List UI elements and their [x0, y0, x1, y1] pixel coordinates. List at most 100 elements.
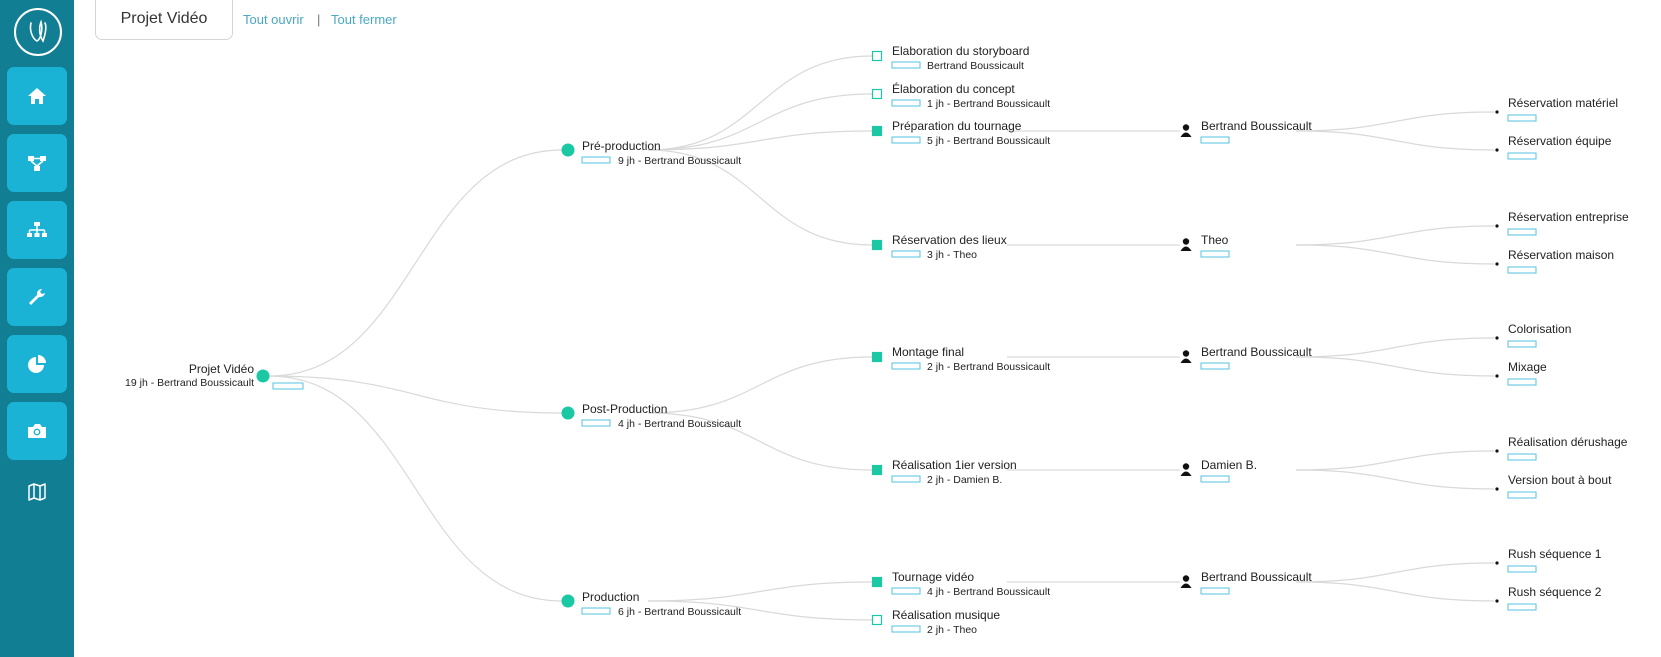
- tree-link: [647, 55, 873, 151]
- nav-media-button[interactable]: [7, 402, 67, 460]
- task-progress-box[interactable]: [891, 587, 921, 595]
- person-icon: [1182, 238, 1190, 245]
- phase-dot-icon: [561, 406, 575, 420]
- assignee-progress-box[interactable]: [1200, 250, 1230, 258]
- leaf-dot-icon: [1495, 374, 1499, 378]
- leaf-progress-box[interactable]: [1507, 228, 1537, 236]
- assignee-node[interactable]: Bertrand Boussicault: [1180, 570, 1313, 595]
- assignee-node[interactable]: Bertrand Boussicault: [1180, 119, 1313, 144]
- leaf-progress-box[interactable]: [1507, 266, 1537, 274]
- project-tab[interactable]: Projet Vidéo: [95, 0, 233, 40]
- task-progress-box[interactable]: [891, 61, 921, 69]
- task-progress-box[interactable]: [891, 99, 921, 107]
- task-filled-square-icon: [871, 576, 883, 588]
- phase-node[interactable]: Pré-production 9 jh - Bertrand Boussicaul…: [561, 139, 742, 167]
- leaf-node[interactable]: Colorisation: [1495, 322, 1571, 348]
- leaf-dot-icon: [1495, 224, 1499, 228]
- task-progress-box[interactable]: [891, 136, 921, 144]
- leaf-dot-icon: [1495, 262, 1499, 266]
- leaf-progress-box[interactable]: [1507, 453, 1537, 461]
- phase-progress-box[interactable]: [581, 607, 611, 615]
- leaf-progress-box[interactable]: [1507, 114, 1537, 122]
- tree-link: [268, 149, 563, 377]
- task-sub: 2 jh - Theo: [927, 624, 977, 636]
- task-label: Montage final: [892, 345, 964, 359]
- leaf-node[interactable]: Réalisation dérushage: [1495, 435, 1628, 461]
- task-label: Préparation du tournage: [892, 119, 1022, 133]
- leaf-progress-box[interactable]: [1507, 491, 1537, 499]
- nav-hierarchy-button[interactable]: [7, 201, 67, 259]
- phase-sub: 4 jh - Bertrand Boussicault: [618, 418, 741, 430]
- phase-progress-box[interactable]: [581, 419, 611, 427]
- tree-link: [1295, 337, 1495, 358]
- leaf-node[interactable]: Rush séquence 1: [1495, 547, 1602, 573]
- nav-home-button[interactable]: [7, 67, 67, 125]
- nav-tools-button[interactable]: [7, 268, 67, 326]
- task-progress-box[interactable]: [891, 475, 921, 483]
- assignee-node[interactable]: Theo: [1180, 233, 1230, 258]
- phase-label: Pré-production: [582, 139, 661, 153]
- phase-sub: 9 jh - Bertrand Boussicault: [618, 155, 741, 167]
- leaf-node[interactable]: Rush séquence 2: [1495, 585, 1602, 611]
- task-filled-square-icon: [871, 351, 883, 363]
- task-label: Tournage vidéo: [892, 570, 974, 584]
- leaf-node[interactable]: Réservation matériel: [1495, 96, 1618, 122]
- leaf-progress-box[interactable]: [1507, 565, 1537, 573]
- hierarchy-icon: [27, 222, 47, 237]
- leaf-node[interactable]: Réservation maison: [1495, 248, 1614, 274]
- leaf-node[interactable]: Réservation équipe: [1495, 134, 1612, 160]
- leaf-progress-box[interactable]: [1507, 603, 1537, 611]
- leaf-progress-box[interactable]: [1507, 340, 1537, 348]
- task-sub: 4 jh - Bertrand Boussicault: [927, 586, 1050, 598]
- root-progress-box[interactable]: [272, 382, 304, 390]
- leaf-node[interactable]: Version bout à bout: [1495, 473, 1612, 499]
- assignee-label: Theo: [1201, 233, 1229, 247]
- task-progress-box[interactable]: [891, 625, 921, 633]
- assignee-progress-box[interactable]: [1200, 362, 1230, 370]
- task-label: Réalisation 1ier version: [892, 458, 1017, 472]
- leaf-dot-icon: [1495, 148, 1499, 152]
- nav-workflow-button[interactable]: [7, 134, 67, 192]
- leaf-node[interactable]: Réservation entreprise: [1495, 210, 1629, 236]
- open-all-link[interactable]: Tout ouvrir: [243, 12, 304, 27]
- tree-link: [1295, 111, 1495, 132]
- assignee-progress-box[interactable]: [1200, 475, 1230, 483]
- leaf-progress-box[interactable]: [1507, 378, 1537, 386]
- leaf-dot-icon: [1495, 336, 1499, 340]
- leaf-node[interactable]: Mixage: [1495, 360, 1547, 386]
- assignee-node[interactable]: Damien B.: [1180, 458, 1258, 483]
- task-filled-square-icon: [871, 464, 883, 476]
- phase-sub: 6 jh - Bertrand Boussicault: [618, 606, 741, 618]
- assignee-progress-box[interactable]: [1200, 587, 1230, 595]
- tree-link: [647, 149, 873, 246]
- phase-progress-box[interactable]: [581, 156, 611, 164]
- task-node[interactable]: Tournage vidéo 4 jh - Bertrand Boussicaul…: [871, 570, 1051, 598]
- root-dot-icon: [256, 369, 270, 383]
- task-sub: 3 jh - Theo: [927, 249, 977, 261]
- tree-link: [1295, 244, 1495, 265]
- task-progress-box[interactable]: [891, 362, 921, 370]
- tree-link: [1295, 130, 1495, 151]
- person-body-icon: [1180, 246, 1192, 251]
- tree-link: [647, 93, 873, 151]
- task-progress-box[interactable]: [891, 250, 921, 258]
- tree-link: [647, 600, 873, 621]
- nav-map-button[interactable]: [7, 472, 67, 512]
- assignee-node[interactable]: Bertrand Boussicault: [1180, 345, 1313, 370]
- close-all-link[interactable]: Tout fermer: [331, 12, 397, 27]
- sidebar: [0, 0, 74, 657]
- app-logo[interactable]: [14, 8, 62, 56]
- nav-reports-button[interactable]: [7, 335, 67, 393]
- leaf-progress-box[interactable]: [1507, 152, 1537, 160]
- assignee-progress-box[interactable]: [1200, 136, 1230, 144]
